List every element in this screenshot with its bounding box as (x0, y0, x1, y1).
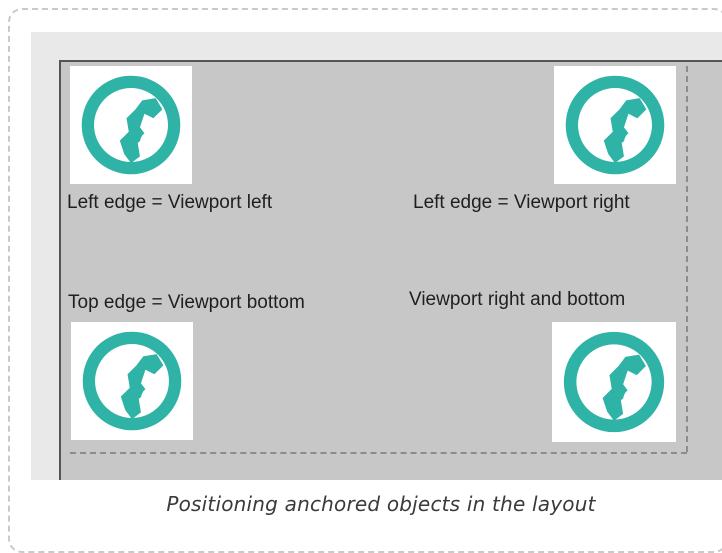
anchored-object-bottom-right[interactable] (552, 322, 676, 442)
anchor-label-top-left: Left edge = Viewport left (67, 192, 273, 213)
figure-caption: Positioning anchored objects in the layo… (166, 492, 596, 516)
anchored-object-top-left[interactable] (70, 66, 192, 184)
globe-icon (559, 69, 671, 181)
anchor-label-top-right: Left edge = Viewport right (413, 192, 630, 213)
viewport-bottom-edge (70, 452, 687, 454)
anchored-object-bottom-left[interactable] (71, 322, 193, 440)
anchor-label-bottom-right: Viewport right and bottom (409, 289, 626, 310)
anchor-label-bottom-left: Top edge = Viewport bottom (68, 292, 305, 313)
anchored-object-top-right[interactable] (554, 66, 676, 184)
globe-icon (75, 69, 187, 181)
globe-icon (557, 325, 671, 439)
viewport-right-edge (686, 66, 688, 452)
globe-icon (76, 325, 188, 437)
